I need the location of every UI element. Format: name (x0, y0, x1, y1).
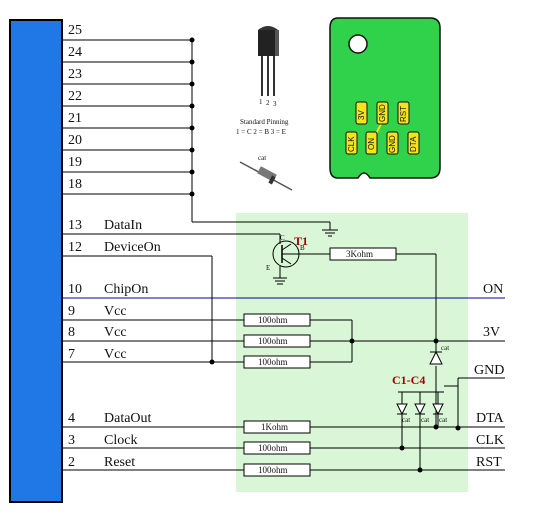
resistor-vcc1-label: 100ohm (258, 315, 288, 325)
pin-4-label: DataOut (104, 411, 152, 426)
pad-gnd-top: GND (378, 104, 387, 122)
transistor-package (258, 26, 279, 96)
output-on: ON (483, 282, 503, 297)
pin-9-number: 9 (68, 304, 75, 319)
pin-3-number: 3 (68, 433, 75, 448)
junction-dots (209, 338, 461, 473)
pin-9-label: Vcc (104, 304, 127, 319)
resistor-data-label: 1Kohm (261, 422, 288, 432)
pin-13-label: DataIn (104, 218, 142, 233)
pad-clk: CLK (347, 136, 356, 152)
pin-25-number: 25 (68, 23, 82, 38)
pad-dta: DTA (409, 136, 418, 152)
pin-13-number: 13 (68, 218, 82, 233)
transistor-pin-b: B (300, 244, 305, 252)
transistor-name: T1 (294, 234, 308, 248)
pin-12-number: 12 (68, 240, 82, 255)
pinning-title: Standard Pinning (240, 118, 289, 126)
pin-7-label: Vcc (104, 347, 127, 362)
diode-picture (239, 161, 293, 191)
pad-gnd-bottom: GND (388, 135, 397, 153)
diode-cat-label: cat (258, 154, 266, 162)
resistor-vcc3-label: 100ohm (258, 357, 288, 367)
lower-pins: 13 DataIn 12 DeviceOn 10 ChipOn 9 Vcc 8 … (68, 218, 161, 470)
top-pins: 25 24 23 22 21 20 19 18 (62, 23, 338, 237)
cap1-cat-label: cat (402, 416, 410, 424)
leg-3-number: 3 (273, 100, 277, 108)
output-clk: CLK (476, 433, 504, 448)
pin-21-number: 21 (68, 111, 82, 126)
pin-8-number: 8 (68, 325, 75, 340)
leg-1-number: 1 (259, 98, 263, 106)
pin-10-number: 10 (68, 282, 82, 297)
resistor-reset-label: 100ohm (258, 465, 288, 475)
pin-2-label: Reset (104, 455, 135, 470)
pin-24-number: 24 (68, 45, 82, 60)
pin-7-number: 7 (68, 347, 75, 362)
pin-3-label: Clock (104, 433, 137, 448)
pin-8-label: Vcc (104, 325, 127, 340)
pin-22-number: 22 (68, 89, 82, 104)
resistor-boxes (243, 247, 397, 477)
pinning-text: 1 = C 2 = B 3 = E (236, 128, 286, 136)
pin-4-number: 4 (68, 411, 75, 426)
cap3-cat-label: cat (439, 416, 447, 424)
output-rst: RST (476, 455, 502, 470)
leg-2-number: 2 (266, 99, 270, 107)
resistor-clock-label: 100ohm (258, 443, 288, 453)
pin-10-label: ChipOn (104, 282, 148, 297)
zener-cat-label: cat (441, 344, 449, 352)
resistor-base-label: 3Kohm (346, 249, 373, 259)
pin-2-number: 2 (68, 455, 75, 470)
pad-on: ON (367, 138, 376, 150)
pin-23-number: 23 (68, 67, 82, 82)
output-gnd: GND (474, 363, 504, 378)
connector-body (9, 19, 63, 503)
cap2-cat-label: cat (421, 416, 429, 424)
pin-18-number: 18 (68, 177, 82, 192)
resistor-vcc2-label: 100ohm (258, 336, 288, 346)
transistor-pin-e: E (266, 264, 270, 272)
pad-3v: 3V (357, 110, 366, 120)
pin-19-number: 19 (68, 155, 82, 170)
output-dta: DTA (476, 411, 505, 426)
transistor-symbol (272, 240, 300, 268)
pin-20-number: 20 (68, 133, 82, 148)
chip-pads (345, 101, 420, 155)
transistor-pin-c: C (280, 234, 285, 242)
capacitor-group-label: C1-C4 (392, 373, 425, 387)
pad-rst: RST (399, 106, 408, 122)
zener-diode (429, 344, 443, 365)
capacitor-diodes (396, 403, 444, 416)
pin-12-label: DeviceOn (104, 240, 161, 255)
output-3v: 3V (483, 325, 500, 340)
